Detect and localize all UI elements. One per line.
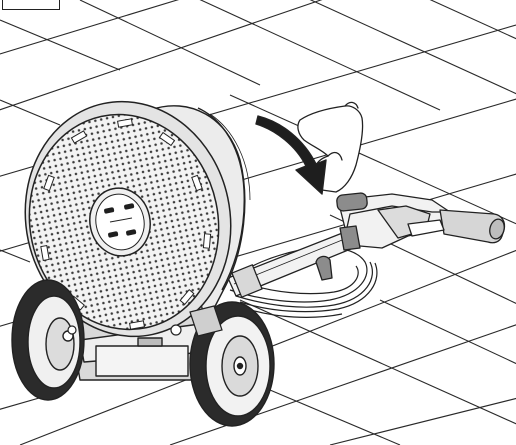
handle-head: [336, 192, 506, 251]
cable-coil: [229, 246, 378, 318]
axle-bracket: [67, 305, 223, 337]
pad-disc: [24, 100, 232, 338]
left-wheel: [11, 279, 85, 401]
curved-arrow-icon: [255, 115, 327, 195]
corner-tab: [2, 0, 60, 10]
handle-shaft: [227, 229, 359, 298]
